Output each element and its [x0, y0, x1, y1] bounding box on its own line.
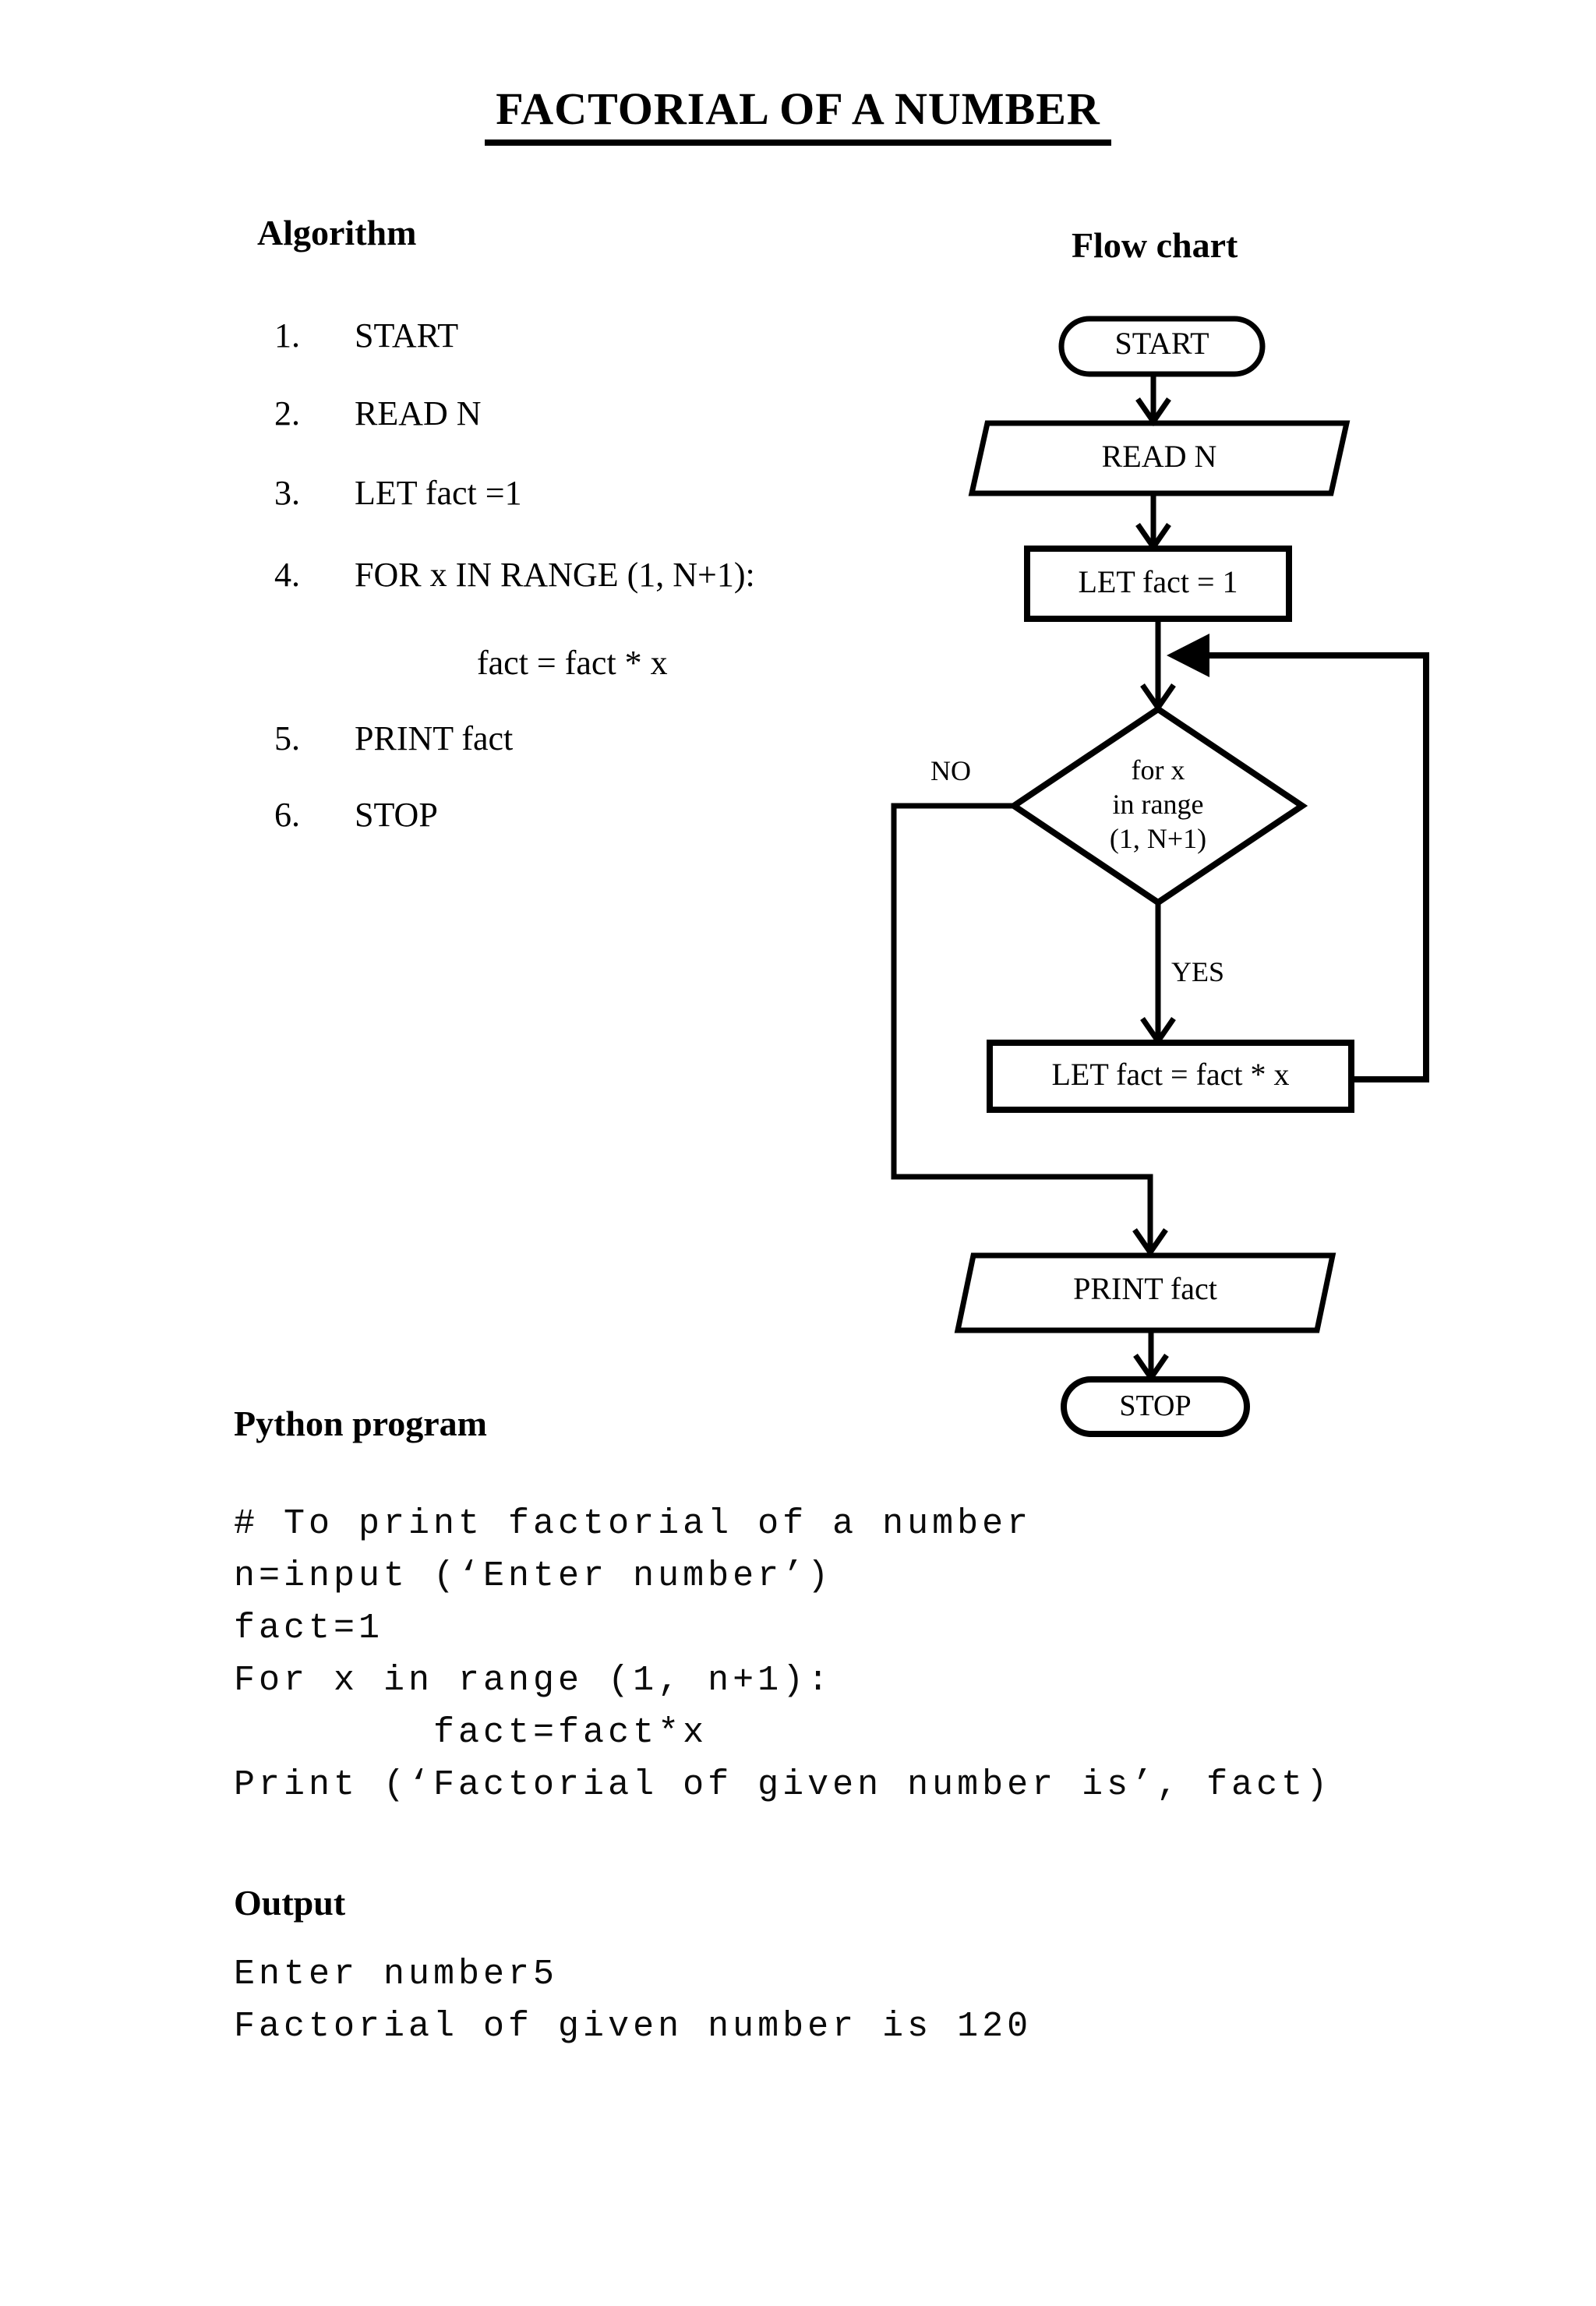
code-line: For x in range (1, n+1): [234, 1661, 833, 1700]
algorithm-heading: Algorithm [257, 213, 417, 252]
algo-item-3-text: LET fact =1 [355, 474, 522, 512]
stop-node-label: STOP [1119, 1390, 1192, 1422]
python-heading: Python program [234, 1404, 487, 1443]
output-line: Enter number5 [234, 1955, 559, 1994]
output-heading: Output [234, 1883, 346, 1923]
start-terminator-shape [1058, 316, 1266, 377]
let1-process-shape [1024, 546, 1292, 622]
algo-item-3-num: 3. [274, 474, 300, 512]
print-parallelogram-shape [954, 1252, 1336, 1333]
letx-process-shape [987, 1040, 1354, 1113]
algo-item-6-text: STOP [355, 796, 438, 834]
decision-diamond-shape [1008, 705, 1308, 906]
arrowhead-no-path [1132, 1228, 1168, 1258]
print-node-label: PRINT fact [1073, 1271, 1217, 1306]
algo-item-5-text: PRINT fact [355, 719, 514, 757]
algo-item-5-num: 5. [274, 719, 300, 757]
decision-node-label: for x in range (1, N+1) [1109, 754, 1207, 854]
algo-item-1-num: 1. [274, 316, 300, 355]
code-line: Print (‘Factorial of given number is’, f… [234, 1765, 1332, 1805]
algo-item-1-text: START [355, 316, 459, 355]
algo-item-2-num: 2. [274, 394, 300, 433]
read-parallelogram-shape [968, 420, 1351, 496]
stop-terminator-shape [1061, 1376, 1250, 1437]
algo-item-4-text: FOR x IN RANGE (1, N+1): [355, 556, 755, 594]
algo-item-6-num: 6. [274, 796, 300, 834]
connector-no-path [891, 803, 1153, 1250]
page-title: FACTORIAL OF A NUMBER [485, 83, 1111, 146]
code-line: fact=1 [234, 1609, 384, 1648]
output-block: Enter number5 Factorial of given number … [234, 1948, 1032, 2053]
no-branch-label: NO [930, 755, 971, 786]
code-line: n=input (‘Enter number’) [234, 1556, 833, 1596]
let1-node-label: LET fact = 1 [1078, 564, 1238, 599]
algo-item-4-num: 4. [274, 556, 300, 594]
yes-branch-label: YES [1171, 956, 1225, 987]
connector-loopback [1209, 652, 1429, 1082]
read-node-label: READ N [1101, 439, 1217, 474]
page-title-row: FACTORIAL OF A NUMBER [0, 83, 1596, 146]
algo-item-2-text: READ N [355, 394, 482, 433]
letx-node-label: LET fact = fact * x [1051, 1057, 1290, 1092]
start-node-label: START [1114, 326, 1209, 361]
code-line: # To print factorial of a number [234, 1504, 1033, 1544]
python-code-block: # To print factorial of a number n=input… [234, 1498, 1331, 1811]
output-line: Factorial of given number is 120 [234, 2007, 1033, 2046]
algo-item-4-sub: fact = fact * x [477, 644, 668, 682]
flowchart-heading: Flow chart [1072, 225, 1238, 265]
code-line: fact=fact*x [234, 1713, 708, 1753]
arrowhead-loop-junction [1167, 634, 1209, 677]
